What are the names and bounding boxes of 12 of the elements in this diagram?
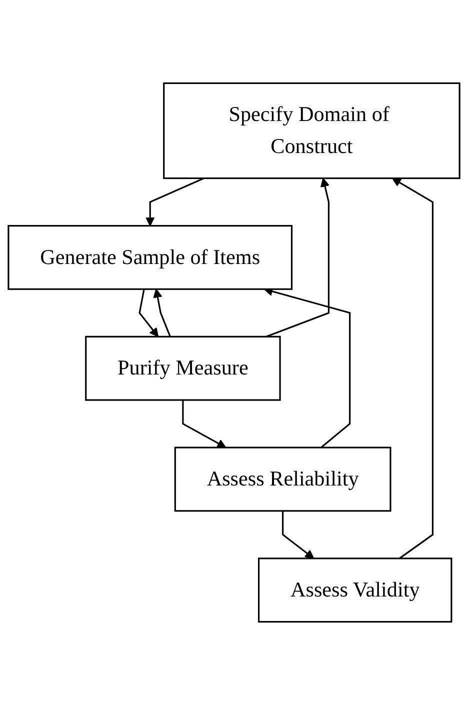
arrow	[182, 400, 226, 448]
node-box: Purify Measure	[85, 336, 281, 401]
node-box: Generate Sample of Items	[8, 224, 293, 290]
arrow	[282, 510, 314, 559]
arrow	[266, 178, 330, 338]
node-box: Specify Domain of Construct	[163, 82, 460, 180]
arrow	[392, 178, 434, 560]
arrow	[145, 178, 204, 226]
node-box: Assess Reliability	[174, 446, 392, 512]
arrow	[138, 289, 159, 338]
node-box: Assess Validity	[258, 558, 452, 623]
arrow	[153, 288, 171, 337]
